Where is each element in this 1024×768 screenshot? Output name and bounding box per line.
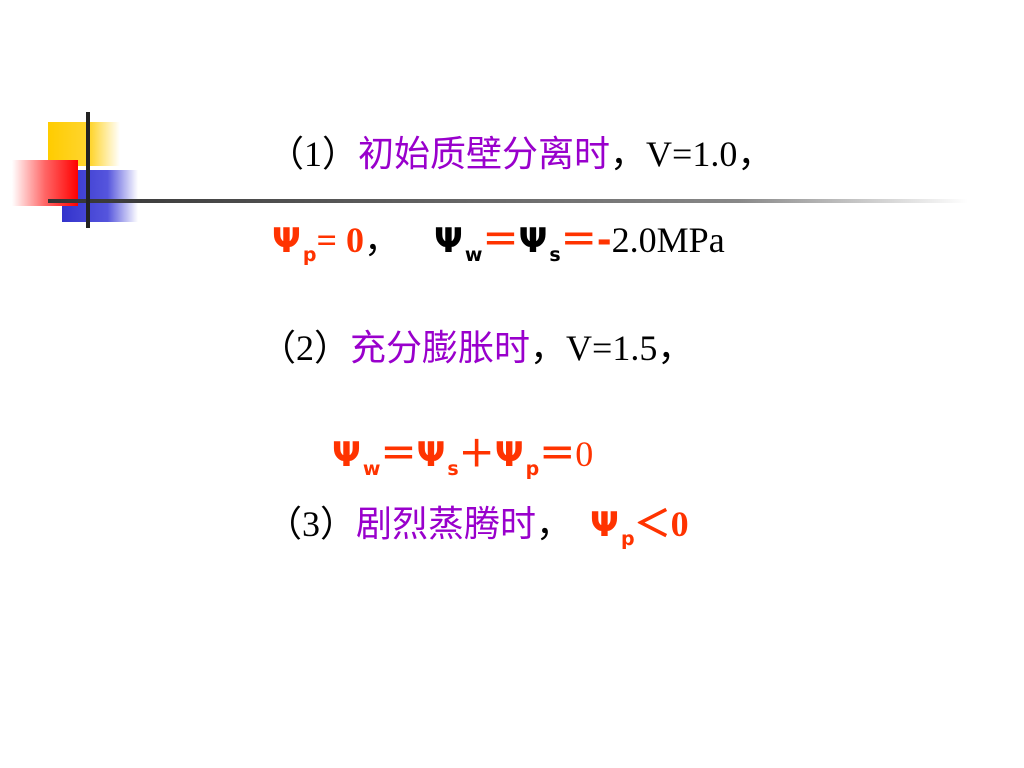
subscript-w: w xyxy=(464,244,483,266)
equals-zero: = 0 xyxy=(316,220,365,260)
equals-sign: ＝ xyxy=(560,220,597,261)
minus-sign: - xyxy=(596,220,612,261)
subscript-s: s xyxy=(447,458,459,480)
psi-symbol: Ψ xyxy=(590,505,619,545)
line-initial-plasmolysis: （1）初始质壁分离时，V=1.0， xyxy=(268,136,773,173)
vertical-rule xyxy=(86,112,90,228)
subscript-p: p xyxy=(302,244,317,266)
subscript-p: p xyxy=(525,458,540,480)
psi-symbol: Ψ xyxy=(518,221,548,261)
equals-sign: ＝ xyxy=(380,434,417,475)
equals-sign: ＝ xyxy=(539,434,576,475)
comma: ， xyxy=(610,134,647,175)
volume-value: V=1.5 xyxy=(566,328,658,368)
zero-value: 0 xyxy=(575,434,594,474)
volume-value: V=1.0 xyxy=(646,134,738,174)
psi-symbol: Ψ xyxy=(494,435,524,475)
zero-value: 0 xyxy=(670,504,689,544)
item-number-2: （2） xyxy=(260,328,351,368)
intense-transpiration-label: 剧烈蒸腾时 xyxy=(356,504,537,545)
subscript-w: w xyxy=(362,458,381,480)
comma: ， xyxy=(737,134,774,175)
comma: ， xyxy=(657,328,694,369)
item-number-3: （3） xyxy=(266,504,357,544)
psi-symbol: Ψ xyxy=(416,435,446,475)
plus-sign: ＋ xyxy=(458,434,495,475)
item-number-1: （1） xyxy=(268,134,359,174)
pressure-value: 2.0MPa xyxy=(611,220,725,260)
comma: ， xyxy=(364,220,401,261)
initial-plasmolysis-label: 初始质壁分离时 xyxy=(358,134,611,175)
full-turgor-label: 充分膨胀时 xyxy=(350,328,531,369)
comma: ， xyxy=(530,328,567,369)
line-full-turgor: （2）充分膨胀时，V=1.5， xyxy=(260,330,693,367)
horizontal-rule xyxy=(48,199,968,203)
psi-symbol: Ψ xyxy=(272,221,301,261)
comma: ， xyxy=(536,504,573,545)
less-than-sign: ＜ xyxy=(634,504,671,545)
equals-sign: ＝ xyxy=(482,220,519,261)
psi-symbol: Ψ xyxy=(434,221,463,261)
subscript-s: s xyxy=(549,244,561,266)
yellow-square xyxy=(48,122,120,166)
pink-square xyxy=(12,160,78,206)
psi-symbol: Ψ xyxy=(332,435,361,475)
subscript-p: p xyxy=(620,528,635,550)
